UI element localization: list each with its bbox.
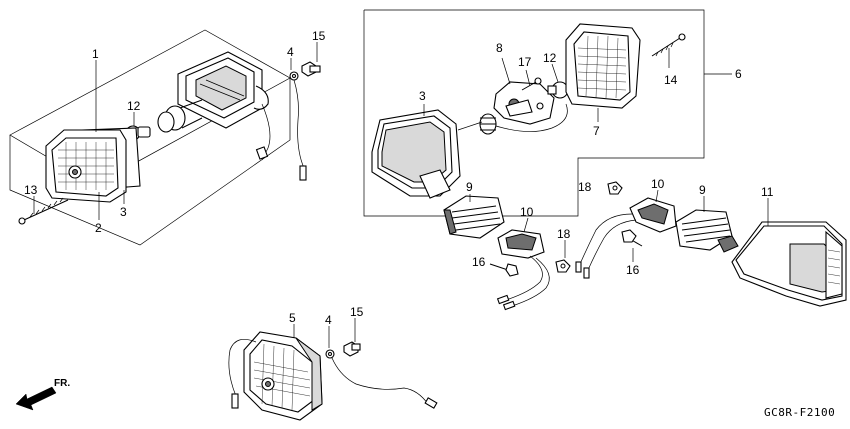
rear-center-cover xyxy=(443,195,505,239)
label-front-left-bulb: 12 xyxy=(127,99,141,113)
rear-box-screw-17 xyxy=(521,77,542,91)
front-bottom-bolt xyxy=(343,341,361,357)
label-rear-box-housing: 3 xyxy=(419,89,426,103)
front-left-wire xyxy=(289,71,307,181)
front-left-callouts xyxy=(33,42,318,220)
rear-center-bolt-18 xyxy=(555,259,571,273)
rear-center-terminal-b xyxy=(502,300,516,311)
label-rear-right-bolt-18: 18 xyxy=(578,180,592,194)
label-front-left-lens: 2 xyxy=(95,221,102,235)
label-front-left-screw: 13 xyxy=(24,183,38,197)
label-front-left-housing: 3 xyxy=(120,205,127,219)
label-rear-center-bracket: 10 xyxy=(520,205,534,219)
label-front-bottom-housing: 5 xyxy=(289,311,296,325)
front-bottom-housing xyxy=(243,331,323,421)
rear-box-assembly xyxy=(363,9,732,217)
rear-right-lens xyxy=(731,221,847,307)
rear-box-socket xyxy=(493,81,555,125)
rear-box-grommet xyxy=(457,103,568,135)
rear-right-wire-b xyxy=(587,219,637,271)
label-front-bottom-wire: 4 xyxy=(325,313,332,327)
rear-right-wire-a xyxy=(579,213,633,265)
rear-box-screw-14 xyxy=(651,33,686,57)
front-bottom-housing-wire xyxy=(228,339,257,397)
rear-right-bracket xyxy=(629,197,677,233)
rear-box-housing xyxy=(371,109,461,199)
label-rear-box-lens: 7 xyxy=(593,124,600,138)
rear-right-bolt-16 xyxy=(621,229,643,247)
front-left-housing xyxy=(177,51,271,161)
label-front-left-assembly: 1 xyxy=(92,47,99,61)
rear-box-outline xyxy=(363,9,705,217)
rear-box-lens xyxy=(565,23,641,109)
rear-right-parts xyxy=(575,181,847,307)
label-rear-center-bolt: 16 xyxy=(472,255,486,269)
rear-right-bolt-18 xyxy=(607,181,623,195)
rear-center-terminal-a xyxy=(496,294,510,305)
label-rear-right-cover: 9 xyxy=(699,183,706,197)
direction-label: FR. xyxy=(54,378,70,389)
front-bottom-parts xyxy=(228,318,438,421)
label-rear-box-socket: 8 xyxy=(496,41,503,55)
front-left-socket xyxy=(157,99,203,133)
arrow-icon xyxy=(15,386,57,411)
label-rear-box-assembly: 6 xyxy=(735,67,742,81)
front-bottom-housing-terminal xyxy=(231,393,239,409)
label-rear-box-screw-17: 17 xyxy=(518,55,532,69)
label-rear-right-lens: 11 xyxy=(761,185,774,199)
rear-right-cover xyxy=(675,209,739,253)
rear-center-wire-b xyxy=(511,257,550,307)
rear-right-terminal-b xyxy=(583,267,590,279)
label-front-left-wire: 4 xyxy=(287,45,294,59)
label-rear-right-bracket: 10 xyxy=(651,177,665,191)
front-left-screw xyxy=(18,197,69,225)
rear-box-callouts xyxy=(423,48,670,122)
label-rear-box-bulb: 12 xyxy=(543,51,557,65)
front-left-lens xyxy=(45,129,127,203)
front-left-assembly xyxy=(9,29,321,246)
label-rear-center-bolt-18: 18 xyxy=(557,227,571,241)
label-front-bottom-bolt: 15 xyxy=(350,305,364,319)
diagram-code: GC8R-F2100 xyxy=(764,406,835,419)
front-direction-arrow xyxy=(15,386,57,411)
label-rear-center-cover: 9 xyxy=(466,180,473,194)
label-rear-box-screw-14: 14 xyxy=(664,73,678,87)
front-left-bolt xyxy=(301,61,321,77)
label-rear-right-bolt: 16 xyxy=(626,263,640,277)
front-bottom-wire xyxy=(325,349,438,409)
front-left-outline-sides xyxy=(9,78,291,246)
rear-center-bolt-16 xyxy=(489,263,519,277)
label-front-left-bolt: 15 xyxy=(312,29,326,43)
rear-right-terminal-a xyxy=(575,261,582,273)
rear-center-wire-a xyxy=(505,255,543,301)
rear-center-bracket xyxy=(497,229,545,259)
rear-center-parts xyxy=(443,194,571,311)
